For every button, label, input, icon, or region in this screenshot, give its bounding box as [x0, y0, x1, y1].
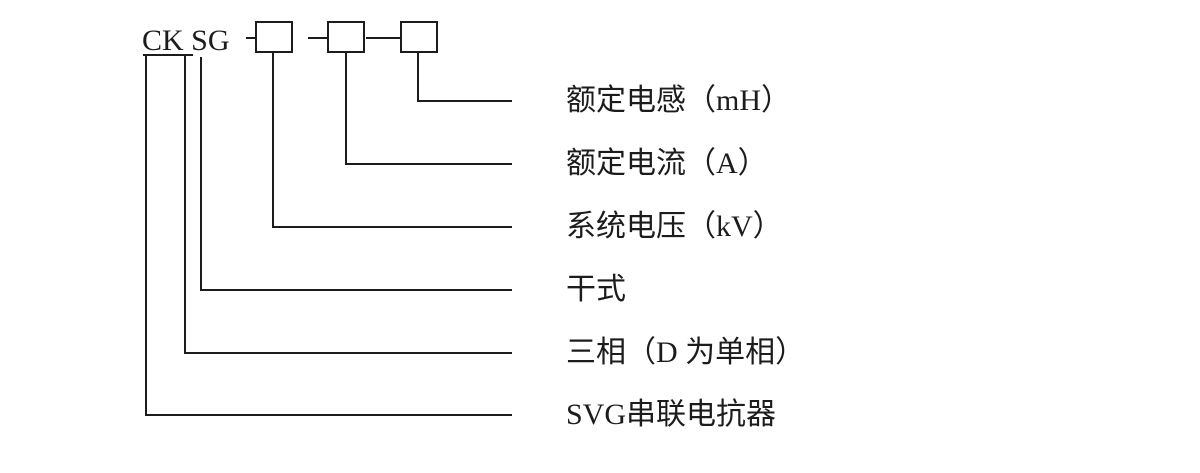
code-box-system-voltage [255, 21, 293, 53]
dash-box2-box3 [366, 37, 400, 39]
model-prefix-underline [143, 54, 193, 56]
dash-prefix-box1 [246, 37, 255, 39]
dash-box1-box2 [308, 37, 327, 39]
label-phase: 三相（D 为单相） [566, 336, 806, 369]
label-rated-current: 额定电流（A） [566, 147, 768, 180]
connector-horizontal-rated-inductance [417, 100, 512, 102]
code-box-rated-current [327, 21, 365, 53]
connector-horizontal-rated-current [345, 163, 512, 165]
connector-vertical-rated-inductance [417, 53, 419, 102]
connector-horizontal-dry-type [200, 289, 512, 291]
connector-vertical-system-voltage [272, 53, 274, 228]
model-prefix-text: CK SG [142, 24, 230, 57]
connector-horizontal-phase [184, 352, 512, 354]
label-rated-inductance: 额定电感（mH） [566, 84, 791, 117]
code-box-rated-inductance [400, 21, 438, 53]
connector-horizontal-product-type [145, 414, 512, 416]
connector-vertical-phase [184, 56, 186, 354]
label-system-voltage: 系统电压（kV） [566, 210, 783, 243]
connector-horizontal-system-voltage [272, 226, 512, 228]
connector-vertical-rated-current [345, 53, 347, 165]
connector-vertical-dry-type [200, 57, 202, 291]
connector-vertical-product-type [145, 56, 147, 416]
label-product-type: SVG串联电抗器 [566, 398, 777, 431]
label-dry-type: 干式 [566, 273, 626, 306]
